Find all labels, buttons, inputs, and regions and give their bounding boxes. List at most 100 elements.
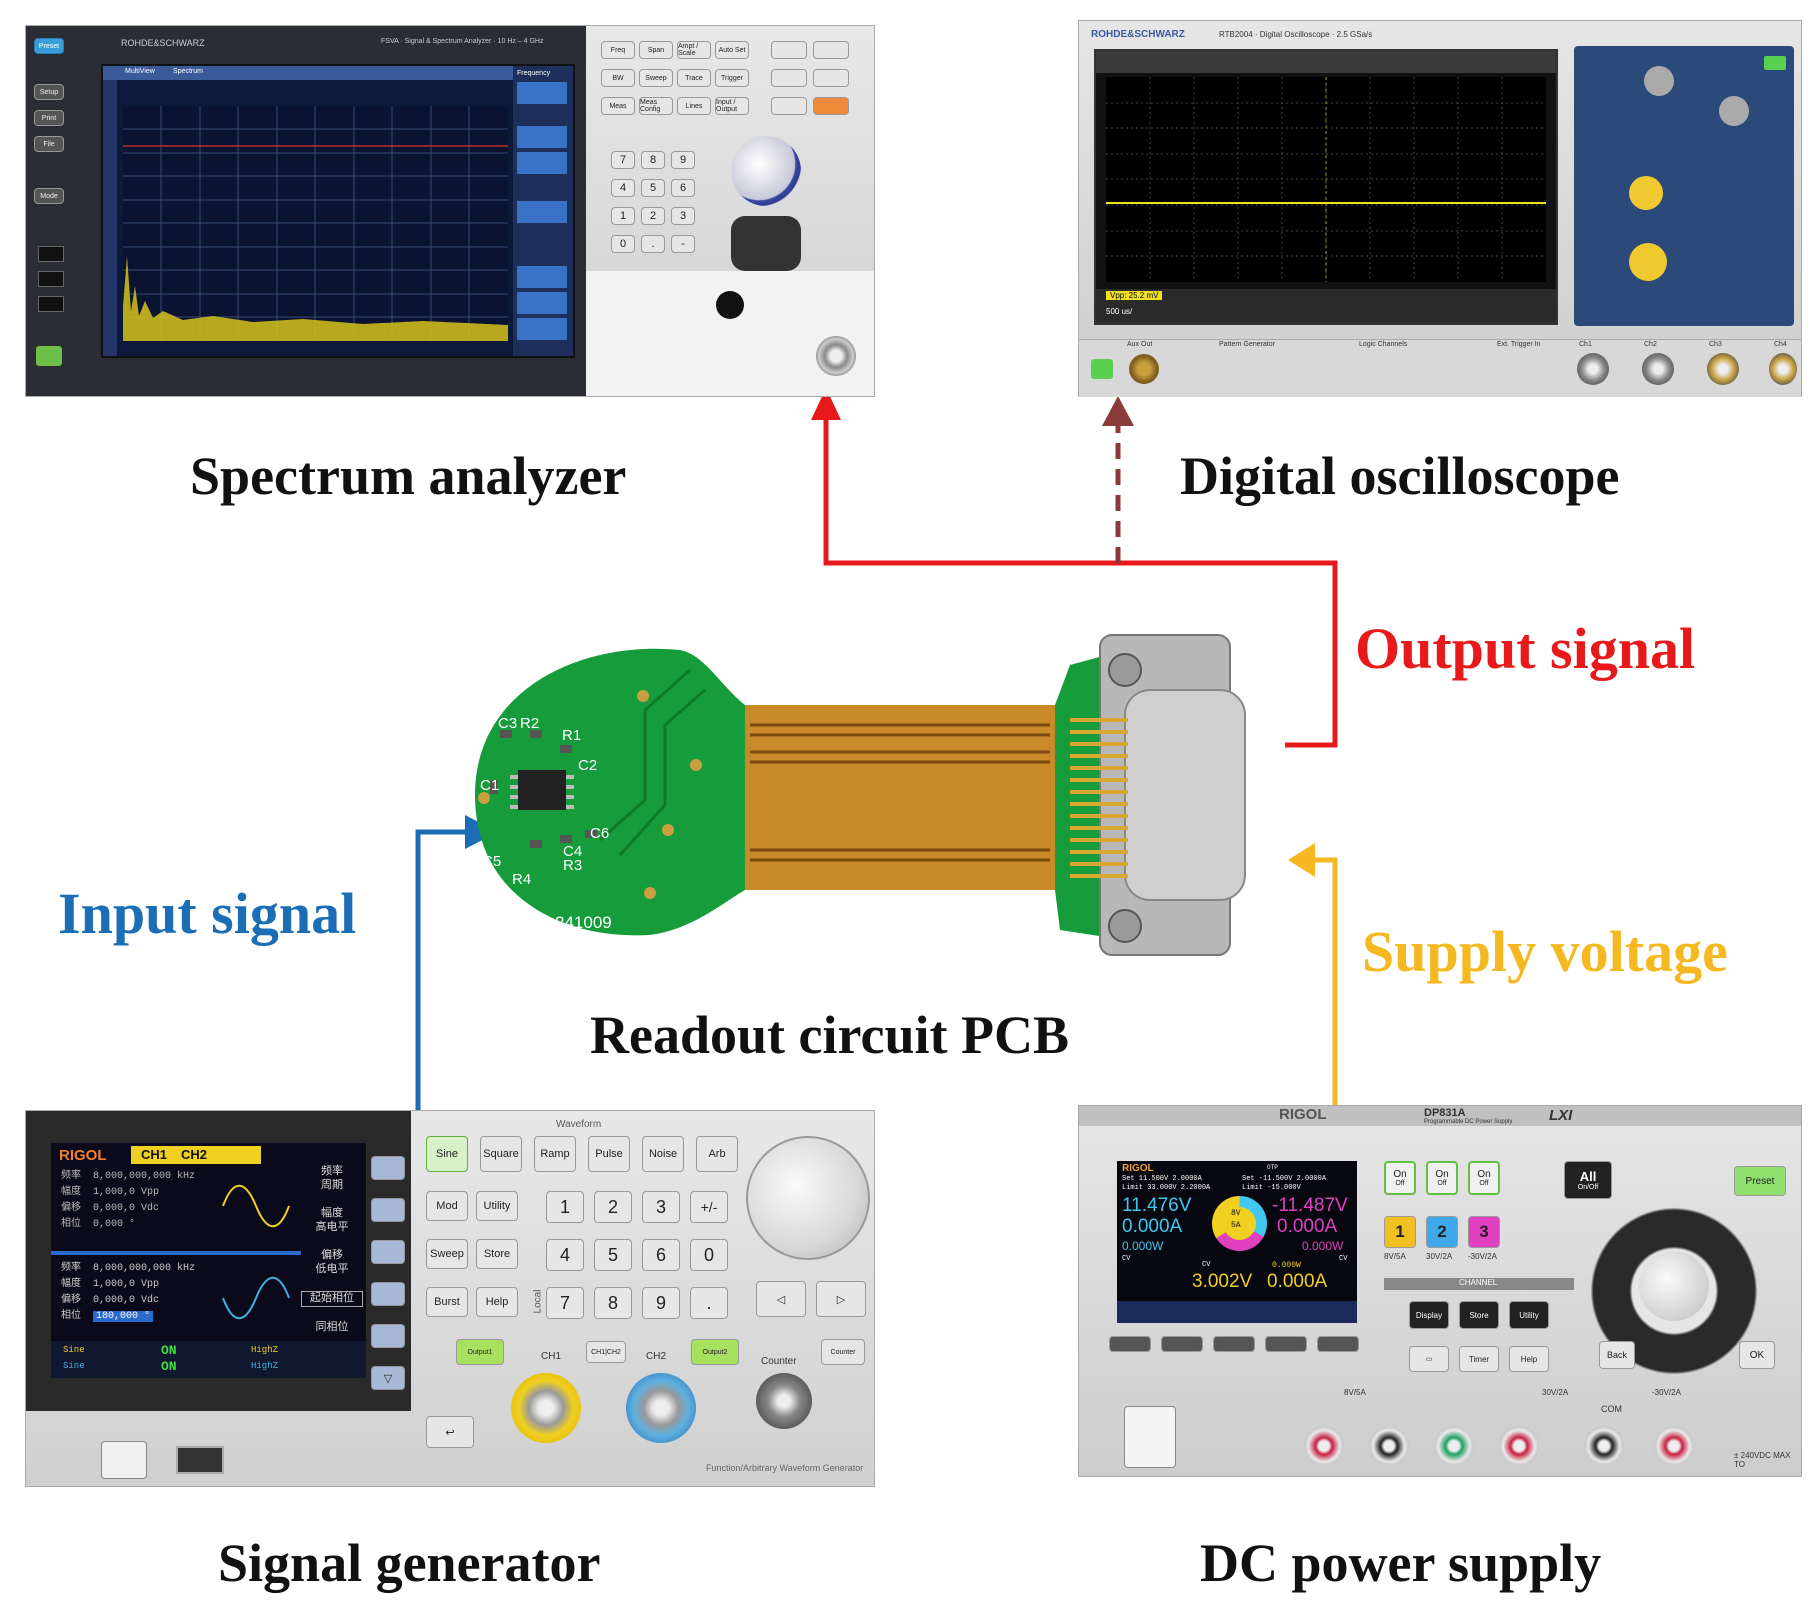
psu-knob[interactable]	[1639, 1251, 1709, 1321]
output2-key[interactable]: Output2	[691, 1339, 739, 1365]
softkey[interactable]	[371, 1156, 405, 1180]
ch2-bnc[interactable]	[626, 1373, 696, 1443]
terminal-positive[interactable]	[1499, 1426, 1539, 1466]
terminal-negative[interactable]	[1654, 1426, 1694, 1466]
run-cont-key[interactable]	[813, 97, 849, 115]
ch-switch-key[interactable]: CH1|CH2	[586, 1341, 626, 1363]
power-switch[interactable]	[101, 1441, 147, 1479]
print-key[interactable]: Print	[34, 110, 64, 126]
numpad-key[interactable]: 5	[594, 1239, 632, 1271]
psu-power-switch[interactable]	[1124, 1406, 1176, 1468]
numpad-key[interactable]: 1	[546, 1191, 584, 1223]
marker-function-key[interactable]	[771, 69, 807, 87]
numpad-key[interactable]: 9	[671, 151, 695, 169]
timer-key[interactable]: Timer	[1459, 1346, 1499, 1372]
return-key[interactable]: ↩	[426, 1416, 474, 1448]
input-output-key[interactable]: Input / Output	[715, 97, 749, 115]
screen-key[interactable]: ▭	[1409, 1346, 1449, 1372]
siggen-knob[interactable]	[746, 1136, 870, 1260]
softkey[interactable]	[1161, 1336, 1203, 1352]
left-arrow-key[interactable]: ◁	[756, 1281, 806, 1317]
ch4-bnc[interactable]	[1769, 353, 1797, 385]
lines-key[interactable]: Lines	[677, 97, 711, 115]
softkey[interactable]	[1265, 1336, 1307, 1352]
numpad-key[interactable]: 6	[671, 179, 695, 197]
numpad-key[interactable]: -	[671, 235, 695, 253]
vertical-knob[interactable]	[1629, 176, 1663, 210]
numpad-key[interactable]: .	[690, 1287, 728, 1319]
power-button[interactable]	[36, 346, 62, 366]
volume-knob[interactable]	[716, 291, 744, 319]
scope-knob[interactable]	[1644, 66, 1674, 96]
numpad-key[interactable]: 3	[642, 1191, 680, 1223]
span-key[interactable]: Span	[639, 41, 673, 59]
meas-config-key[interactable]: Meas Config	[639, 97, 673, 115]
numpad-key[interactable]: 2	[594, 1191, 632, 1223]
numpad-key[interactable]: 8	[594, 1287, 632, 1319]
numpad-key[interactable]: 6	[642, 1239, 680, 1271]
right-arrow-key[interactable]: ▷	[816, 1281, 866, 1317]
menu-softkey[interactable]	[517, 292, 567, 314]
power-button[interactable]	[1091, 359, 1113, 379]
ch3-select-key[interactable]: 3	[1468, 1216, 1500, 1248]
ch3-bnc[interactable]	[1707, 353, 1739, 385]
store-key[interactable]: Store	[476, 1239, 518, 1269]
ch1-bnc[interactable]	[1577, 353, 1609, 385]
softkey-down[interactable]: ▽	[371, 1366, 405, 1390]
numpad-key[interactable]: 3	[671, 207, 695, 225]
terminal-positive[interactable]	[1304, 1426, 1344, 1466]
usb-port[interactable]	[38, 296, 64, 312]
utility-key[interactable]: Utility	[1509, 1301, 1549, 1329]
terminal-com[interactable]	[1584, 1426, 1624, 1466]
menu-softkey[interactable]	[517, 266, 567, 288]
ok-key[interactable]: OK	[1739, 1341, 1775, 1369]
numpad-key[interactable]: 8	[641, 151, 665, 169]
meas-key[interactable]: Meas	[601, 97, 635, 115]
sweep-key[interactable]: Sweep	[639, 69, 673, 87]
peak-search-key[interactable]	[813, 41, 849, 59]
numpad-key[interactable]: 7	[611, 151, 635, 169]
trigger-key[interactable]: Trigger	[715, 69, 749, 87]
arb-key[interactable]: Arb	[696, 1136, 738, 1172]
softkey[interactable]	[1109, 1336, 1151, 1352]
sine-key[interactable]: Sine	[426, 1136, 468, 1172]
softkey[interactable]	[371, 1198, 405, 1222]
marker-to-key[interactable]	[813, 69, 849, 87]
usb-port[interactable]	[38, 246, 64, 262]
marker-key[interactable]	[771, 41, 807, 59]
ch1-select-key[interactable]: 1	[1384, 1216, 1416, 1248]
pulse-key[interactable]: Pulse	[588, 1136, 630, 1172]
softkey[interactable]	[371, 1282, 405, 1306]
freq-key[interactable]: Freq	[601, 41, 635, 59]
ampt-scale-key[interactable]: Ampt / Scale	[677, 41, 711, 59]
numpad-key[interactable]: 0	[611, 235, 635, 253]
bw-key[interactable]: BW	[601, 69, 635, 87]
ch1-bnc[interactable]	[511, 1373, 581, 1443]
softkey[interactable]	[371, 1240, 405, 1264]
display-key[interactable]: Display	[1409, 1301, 1449, 1329]
auto-set-key[interactable]: Auto Set	[715, 41, 749, 59]
tab-ch1[interactable]: CH1	[141, 1147, 168, 1162]
help-key[interactable]: Help	[1509, 1346, 1549, 1372]
terminal-negative[interactable]	[1369, 1426, 1409, 1466]
vertical-knob[interactable]	[1629, 243, 1667, 281]
ramp-key[interactable]: Ramp	[534, 1136, 576, 1172]
menu-softkey[interactable]	[517, 152, 567, 174]
noise-key[interactable]: Noise	[642, 1136, 684, 1172]
terminal-ground[interactable]	[1434, 1426, 1474, 1466]
tab-spectrum[interactable]: Spectrum	[173, 68, 203, 75]
run-stop-key[interactable]	[1764, 56, 1786, 70]
square-key[interactable]: Square	[480, 1136, 522, 1172]
preset-key[interactable]: Preset	[34, 38, 64, 54]
setup-key[interactable]: Setup	[34, 84, 64, 100]
counter-bnc[interactable]	[756, 1373, 812, 1429]
burst-key[interactable]: Burst	[426, 1287, 468, 1317]
softkey[interactable]	[371, 1324, 405, 1348]
numpad-key[interactable]: +/-	[690, 1191, 728, 1223]
run-single-key[interactable]	[771, 97, 807, 115]
numpad-key[interactable]: 9	[642, 1287, 680, 1319]
